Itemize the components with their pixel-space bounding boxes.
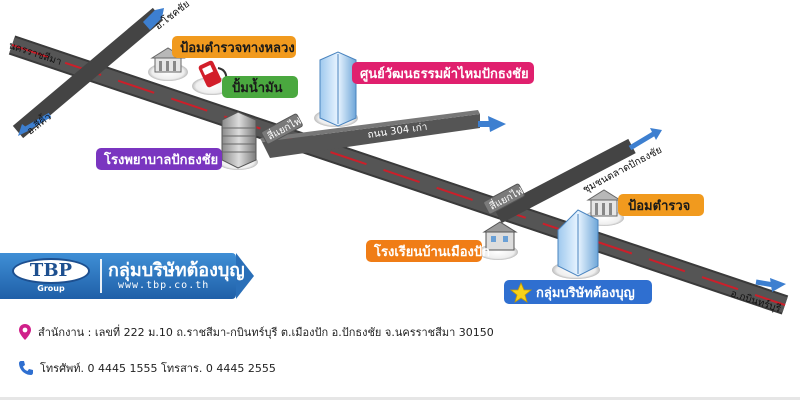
police-box-icon (586, 189, 622, 217)
star-icon (509, 281, 533, 303)
svg-text:กลุ่มบริษัทต้องบุญ: กลุ่มบริษัทต้องบุญ (536, 285, 635, 301)
house-icon (482, 221, 518, 251)
building-icon (557, 209, 599, 277)
silk-center-label: ศูนย์วัฒนธรรมผ้าไหมปักธงชัย (352, 62, 534, 84)
svg-text:ป้อมตำรวจ: ป้อมตำรวจ (628, 198, 690, 214)
phone-icon (19, 361, 33, 375)
silk-center-marker (314, 51, 358, 127)
school-label: โรงเรียนบ้านเมืองปัก (366, 240, 490, 262)
company-marker (552, 209, 600, 279)
school-marker (478, 221, 518, 260)
logo-subtext: Group (37, 284, 65, 293)
company-website[interactable]: www.tbp.co.th (118, 280, 210, 291)
building-icon (221, 111, 257, 169)
contact-address: สำนักงาน : เลขที่ 222 ม.10 ถ.ราชสีมา-กบิ… (18, 322, 494, 342)
svg-text:ปั้มน้ำมัน: ปั้มน้ำมัน (232, 77, 283, 96)
road-market (494, 138, 636, 224)
svg-text:ป้อมตำรวจทางหลวง: ป้อมตำรวจทางหลวง (180, 40, 295, 56)
svg-text:ศูนย์วัฒนธรรมผ้าไหมปักธงชัย: ศูนย์วัฒนธรรมผ้าไหมปักธงชัย (360, 65, 529, 82)
highway-police-label: ป้อมตำรวจทางหลวง (172, 36, 296, 58)
svg-text:โรงพยาบาลปักธงชัย: โรงพยาบาลปักธงชัย (103, 151, 218, 168)
company-banner: TBP Group กลุ่มบริษัทต้องบุญ www.tbp.co.… (0, 253, 255, 299)
hospital-marker (218, 111, 258, 170)
hospital-label: โรงพยาบาลปักธงชัย (96, 148, 222, 170)
divider (100, 259, 102, 293)
company-logo: TBP Group (12, 258, 90, 294)
company-label: กลุ่มบริษัทต้องบุญ (504, 280, 652, 304)
phone-text: โทรศัพท์. 0 4445 1555 โทรสาร. 0 4445 255… (40, 362, 276, 375)
road-304 (260, 110, 480, 158)
building-icon (319, 51, 357, 127)
logo-text: TBP (12, 258, 90, 284)
banner-arrow (236, 253, 254, 299)
main-road (8, 35, 789, 315)
map-pin-icon (19, 324, 31, 340)
address-text: สำนักงาน : เลขที่ 222 ม.10 ถ.ราชสีมา-กบิ… (38, 326, 494, 339)
contact-phone: โทรศัพท์. 0 4445 1555 โทรสาร. 0 4445 255… (18, 358, 276, 378)
svg-text:โรงเรียนบ้านเมืองปัก: โรงเรียนบ้านเมืองปัก (373, 243, 490, 260)
direction-arrow-icon (18, 8, 786, 292)
bottom-border (0, 397, 800, 400)
police-box-label: ป้อมตำรวจ (618, 194, 704, 216)
road-chokchai (12, 7, 164, 139)
gas-station-label: ปั้มน้ำมัน (222, 76, 298, 98)
company-name: กลุ่มบริษัทต้องบุญ (108, 260, 245, 281)
